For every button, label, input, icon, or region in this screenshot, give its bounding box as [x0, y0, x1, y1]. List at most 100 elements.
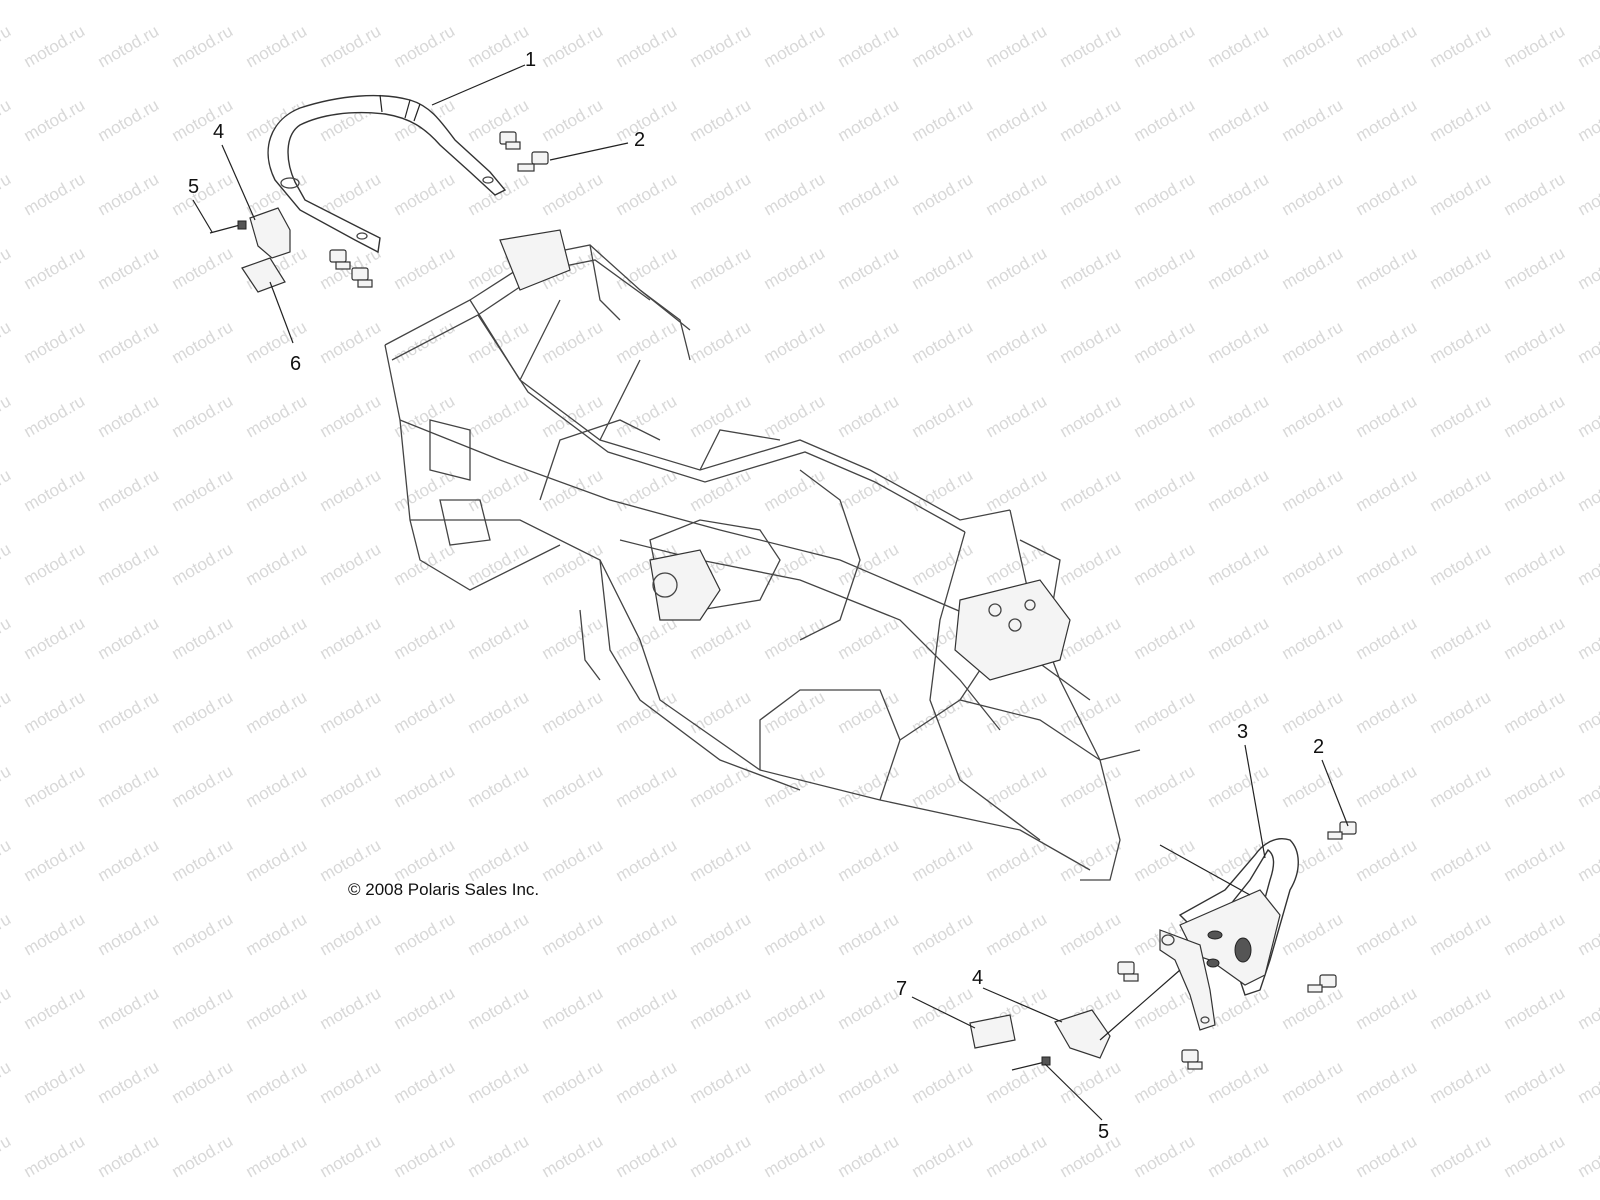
watermark-text: motod.ru: [1057, 21, 1125, 71]
watermark-text: motod.ru: [687, 909, 755, 959]
watermark-text: motod.ru: [1501, 317, 1569, 367]
watermark-text: motod.ru: [0, 687, 14, 737]
watermark-text: motod.ru: [1131, 1131, 1199, 1181]
watermark-text: motod.ru: [21, 95, 89, 145]
watermark-text: motod.ru: [1427, 687, 1495, 737]
watermark-text: motod.ru: [0, 391, 14, 441]
watermark-text: motod.ru: [1501, 539, 1569, 589]
watermark-text: motod.ru: [1353, 835, 1421, 885]
watermark-text: motod.ru: [761, 983, 829, 1033]
watermark-text: motod.ru: [539, 539, 607, 589]
watermark-text: motod.ru: [687, 21, 755, 71]
watermark-text: motod.ru: [1575, 613, 1600, 663]
watermark-text: motod.ru: [391, 909, 459, 959]
watermark-text: motod.ru: [1205, 983, 1273, 1033]
watermark-text: motod.ru: [95, 613, 163, 663]
watermark-text: motod.ru: [909, 835, 977, 885]
watermark-text: motod.ru: [0, 1057, 14, 1107]
watermark-text: motod.ru: [761, 1131, 829, 1181]
watermark-text: motod.ru: [909, 391, 977, 441]
watermark-text: motod.ru: [613, 687, 681, 737]
watermark-text: motod.ru: [1279, 243, 1347, 293]
watermark-text: motod.ru: [1575, 687, 1600, 737]
watermark-text: motod.ru: [1057, 909, 1125, 959]
watermark-text: motod.ru: [465, 761, 533, 811]
watermark-text: motod.ru: [983, 835, 1051, 885]
watermark-text: motod.ru: [1131, 21, 1199, 71]
watermark-text: motod.ru: [1427, 983, 1495, 1033]
watermark-text: motod.ru: [761, 909, 829, 959]
watermark-text: motod.ru: [1427, 1131, 1495, 1181]
watermark-text: motod.ru: [95, 465, 163, 515]
watermark-text: motod.ru: [1057, 1131, 1125, 1181]
watermark-text: motod.ru: [465, 983, 533, 1033]
watermark-text: motod.ru: [169, 687, 237, 737]
watermark-text: motod.ru: [1131, 95, 1199, 145]
watermark-text: motod.ru: [613, 835, 681, 885]
watermark-text: motod.ru: [761, 465, 829, 515]
watermark-text: motod.ru: [0, 761, 14, 811]
watermark-text: motod.ru: [835, 465, 903, 515]
watermark-text: motod.ru: [1057, 465, 1125, 515]
watermark-text: motod.ru: [687, 1131, 755, 1181]
watermark-text: motod.ru: [539, 1057, 607, 1107]
watermark-text: motod.ru: [613, 243, 681, 293]
watermark-text: motod.ru: [21, 391, 89, 441]
watermark-text: motod.ru: [909, 169, 977, 219]
watermark-text: motod.ru: [243, 983, 311, 1033]
watermark-text: motod.ru: [1279, 465, 1347, 515]
watermark-text: motod.ru: [1279, 95, 1347, 145]
watermark-text: motod.ru: [909, 21, 977, 71]
watermark-text: motod.ru: [391, 761, 459, 811]
watermark-text: motod.ru: [909, 1057, 977, 1107]
watermark-text: motod.ru: [243, 909, 311, 959]
watermark-text: motod.ru: [1279, 391, 1347, 441]
callouts: 1 2 4 5 6 3 2 7 4 5: [188, 49, 1324, 1143]
watermark-text: motod.ru: [1575, 761, 1600, 811]
watermark-text: motod.ru: [243, 391, 311, 441]
watermark-text: motod.ru: [539, 95, 607, 145]
watermark-text: motod.ru: [465, 95, 533, 145]
watermark-text: motod.ru: [539, 761, 607, 811]
watermark-text: motod.ru: [539, 317, 607, 367]
watermark-text: motod.ru: [317, 465, 385, 515]
watermark-text: motod.ru: [613, 613, 681, 663]
watermark-text: motod.ru: [391, 1131, 459, 1181]
watermark-text: motod.ru: [1131, 465, 1199, 515]
watermark-text: motod.ru: [391, 539, 459, 589]
watermark-text: motod.ru: [1279, 169, 1347, 219]
watermark-text: motod.ru: [169, 1057, 237, 1107]
watermark-text: motod.ru: [687, 169, 755, 219]
callout-7: 7: [896, 978, 907, 1000]
watermark-text: motod.ru: [95, 983, 163, 1033]
watermark-text: motod.ru: [1501, 687, 1569, 737]
watermark-text: motod.ru: [465, 465, 533, 515]
watermark-text: motod.ru: [465, 391, 533, 441]
watermark-text: motod.ru: [1205, 613, 1273, 663]
watermark-text: motod.ru: [391, 169, 459, 219]
watermark-text: motod.ru: [169, 21, 237, 71]
watermark-text: motod.ru: [1575, 539, 1600, 589]
watermark-text: motod.ru: [1353, 391, 1421, 441]
watermark-text: motod.ru: [613, 169, 681, 219]
watermark-text: motod.ru: [1353, 761, 1421, 811]
watermark-text: motod.ru: [1501, 391, 1569, 441]
watermark-text: motod.ru: [1057, 243, 1125, 293]
watermark-text: motod.ru: [21, 539, 89, 589]
watermark-text: motod.ru: [1353, 465, 1421, 515]
watermark-text: motod.ru: [169, 909, 237, 959]
watermark-text: motod.ru: [1353, 909, 1421, 959]
watermark-text: motod.ru: [1501, 983, 1569, 1033]
watermark-text: motod.ru: [1131, 317, 1199, 367]
watermark-text: motod.ru: [909, 95, 977, 145]
watermark-text: motod.ru: [0, 243, 14, 293]
watermark-text: motod.ru: [761, 1057, 829, 1107]
watermark-text: motod.ru: [613, 317, 681, 367]
watermark-text: motod.ru: [909, 983, 977, 1033]
watermark-text: motod.ru: [983, 95, 1051, 145]
callout-6: 6: [290, 353, 301, 375]
rear-bolts: [329, 131, 549, 288]
watermark-text: motod.ru: [317, 1057, 385, 1107]
